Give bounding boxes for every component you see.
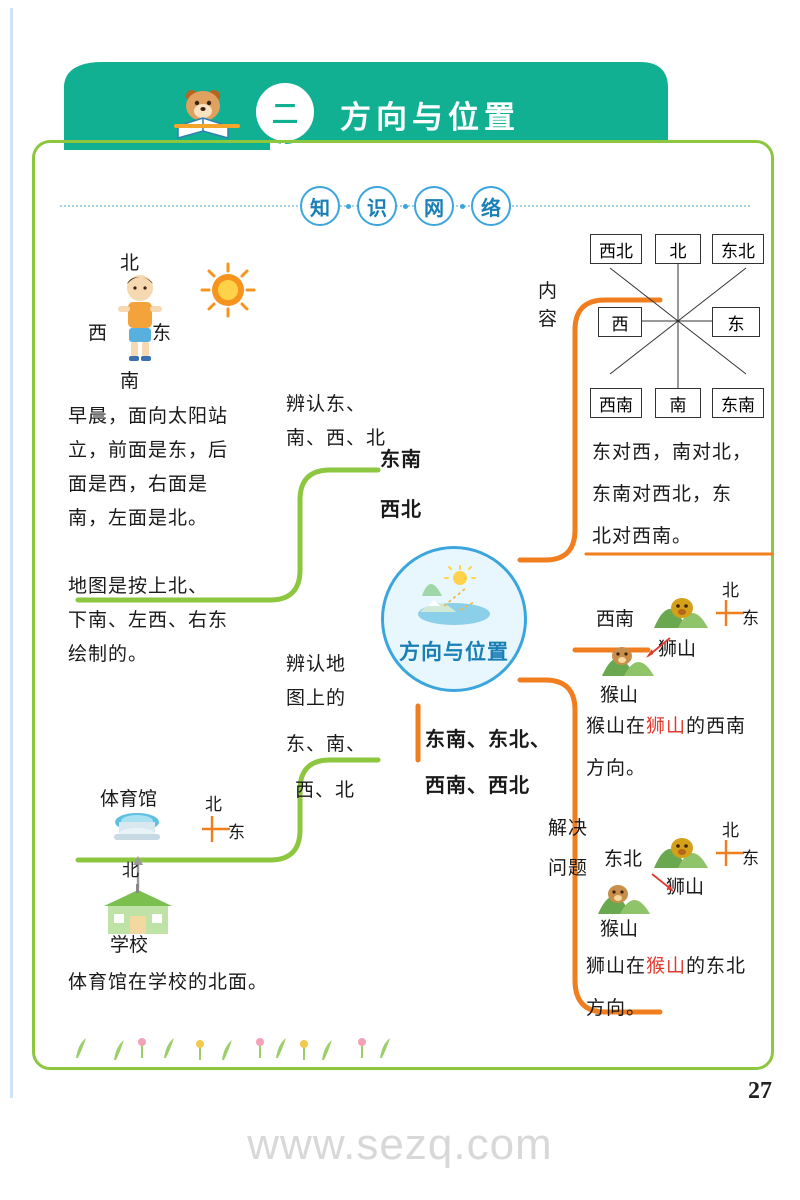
kn-dot-0 [346,203,351,209]
direction-arrow-icon-2 [651,873,674,892]
center-node-label: 方向与位置 [399,640,509,664]
right-bottom-caption-line-1: 方向。 [586,998,647,1019]
kn-char-1: 识 [357,186,397,226]
kn-char-0: 知 [300,186,340,226]
bear-reading-icon [174,90,240,139]
right-mid-compass-icon [716,600,744,626]
mid-bottom-line-0: 东南、东北、 [425,729,551,751]
right-bottom-north-label: 北 [722,821,739,840]
right-mid-caption-line-0: 猴山在狮山的西南 [586,710,746,744]
right-bottom-compass-icon [716,840,744,866]
right-top-body-line-0: 东对西，南对北， [592,442,753,463]
right-top-body-line-2: 北对西南。 [592,526,693,547]
watermark: www.sezq.com [247,1120,553,1169]
monkey-hill-label-2: 猴山 [600,919,639,940]
right-bottom-northeast-label: 东北 [604,849,643,870]
dir-cell-n: 北 [655,234,701,264]
right-mid-caption-red: 狮山 [646,716,687,737]
right-top-title: 内容 [538,281,559,330]
right-top-underline [584,552,774,556]
compass-south-label: 南 [120,371,140,392]
left-top-body2-line-1: 下南、左西、右东 [68,610,229,631]
left-bottom-caption: 体育馆在学校的北面。 [68,972,269,993]
right-mid-southwest-label: 西南 [596,609,635,630]
right-bottom-title-line-0: 解决 [548,818,589,839]
kn-char-3: 络 [471,186,511,226]
right-bottom-east-label: 东 [742,849,759,868]
left-bottom-north-label: 北 [205,795,222,814]
north-arrow-icon [133,856,143,888]
dir-cell-ne: 东北 [712,234,764,264]
right-bottom-caption-line-0: 狮山在猴山的东北 [586,950,746,984]
monkey-hill-icon-2 [598,885,650,914]
left-top-body-line-0: 早晨，面向太阳站 [68,406,229,427]
lion-hill-label-2: 狮山 [666,877,705,898]
school-label: 学校 [110,935,149,956]
lion-hill-label: 狮山 [658,639,697,660]
left-bottom-east-label: 东 [228,823,245,842]
dir-cell-s: 南 [655,388,701,418]
page-number: 27 [748,1078,772,1104]
chapter-badge-tail [274,131,292,147]
direction-arrow-icon [646,637,671,658]
gym-icon [114,813,160,840]
right-top-body-line-1: 东南对西北，东 [592,484,733,505]
left-bottom-title-line-1: 图上的 [286,688,347,709]
right-bottom-title-line-1: 问题 [548,858,589,879]
mid-top-line-0: 东南 [380,449,422,471]
kn-char-2: 网 [414,186,454,226]
left-top-body2-line-2: 绘制的。 [68,644,149,665]
dir-cell-se: 东南 [712,388,764,418]
school-icon [104,884,172,934]
kn-dot-2 [460,203,465,209]
right-bottom-caption-before: 狮山在 [586,956,647,977]
sun-icon [200,262,256,318]
left-bottom-title-line-2: 东、南、 [286,734,367,755]
lion-hill-icon [654,598,708,628]
child-facing-sun-icon [118,275,162,361]
compass-west-label: 西 [88,323,108,344]
right-mid-north-label: 北 [722,581,739,600]
sun-and-hill-icon [418,565,490,625]
right-mid-caption-line-1: 方向。 [586,758,647,779]
dir-cell-nw: 西北 [590,234,642,264]
left-top-body-line-1: 立，前面是东，后 [68,440,229,461]
monkey-hill-label: 猴山 [600,685,639,706]
left-bottom-title-line-0: 辨认地 [286,654,347,675]
right-bottom-caption-after: 的东北 [686,956,747,977]
left-top-body-line-3: 南，左面是北。 [68,508,209,529]
dir-cell-sw: 西南 [590,388,642,418]
right-mid-caption-before: 猴山在 [586,716,647,737]
left-top-title-line-1: 南、西、北 [286,428,387,449]
page-edge [10,8,793,1098]
mid-top-line-1: 西北 [380,499,422,521]
kn-dot-1 [403,203,408,209]
monkey-hill-icon [602,647,654,676]
left-bottom-compass-icon [202,816,230,842]
left-bottom-title-line-3: 西、北 [295,780,356,801]
right-mid-caption-after: 的西南 [686,716,747,737]
left-top-body-line-2: 面是西，右面是 [68,474,209,495]
lion-hill-icon-2 [654,838,708,868]
dir-cell-w: 西 [598,307,642,337]
compass-east-label: 东 [152,323,172,344]
right-mid-east-label: 东 [742,609,759,628]
bottom-flower-decoration [76,1038,390,1060]
left-top-body2-line-0: 地图是按上北、 [68,576,209,597]
left-bottom-north-mid-label: 北 [122,861,139,880]
knowledge-network-title: 知 识 网 络 [300,186,511,226]
mid-bottom-line-1: 西南、西北 [425,775,530,797]
dir-cell-e: 东 [712,307,760,337]
page-title: 方向与位置 [340,100,520,135]
gym-label: 体育馆 [100,789,158,810]
left-top-title-line-0: 辨认东、 [286,394,367,415]
content-frame [32,140,774,1070]
right-bottom-caption-red: 猴山 [646,956,687,977]
compass-north-label: 北 [120,253,140,274]
